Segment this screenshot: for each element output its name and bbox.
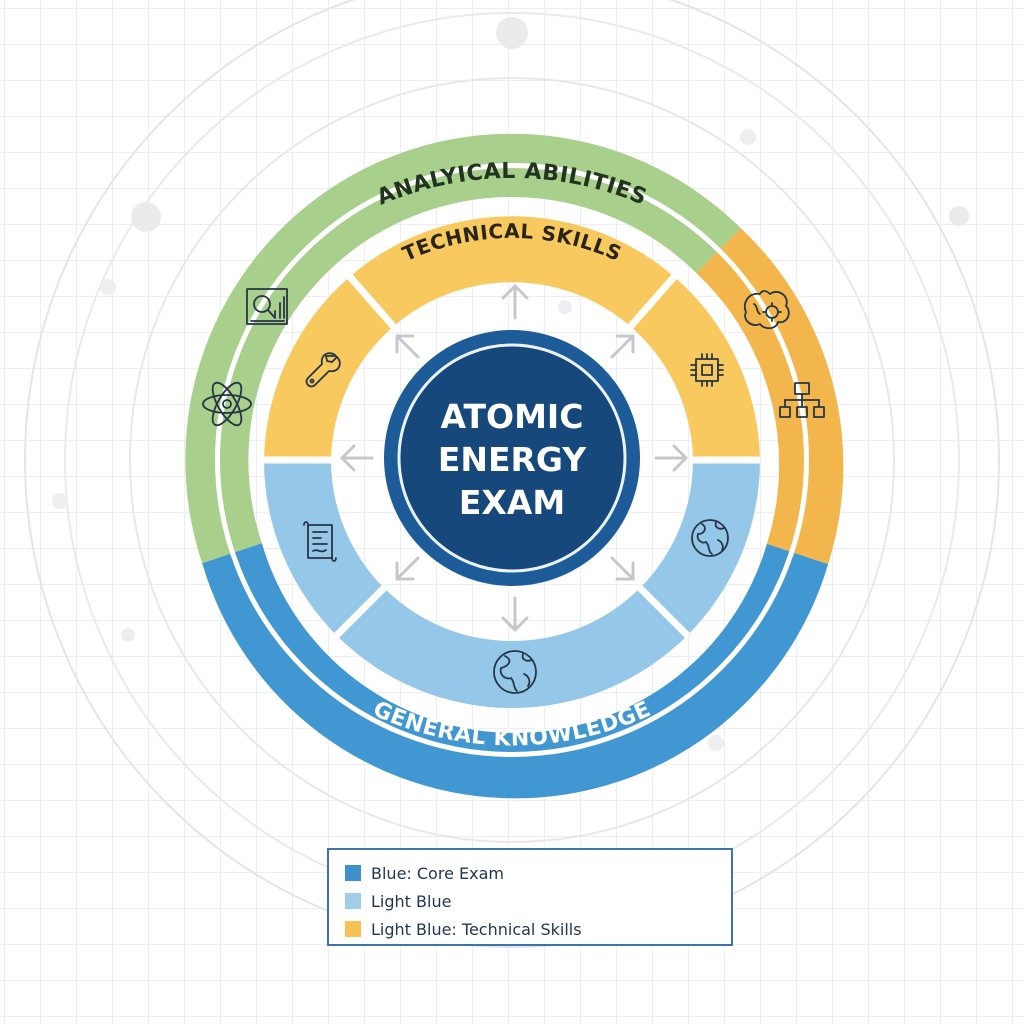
document-scroll-icon [303,521,337,562]
globe-icon [493,650,537,694]
outer-ring-green-segment [185,133,741,564]
arrow-up-icon [501,284,529,320]
legend-label: Light Blue: Technical Skills [371,919,582,939]
arrow-left-icon [340,444,374,472]
inner-ring-segment-bottom [336,588,688,709]
analytics-magnifier-icon [246,288,288,325]
outer-ring [185,133,844,799]
legend-swatch [345,893,361,909]
center-title-line-1: ATOMIC [441,397,584,436]
legend-label: Blue: Core Exam [371,863,504,883]
legend-item-core-exam: Blue: Core Exam [345,859,731,887]
hierarchy-chart-icon [779,382,825,418]
legend-item-light-blue: Light Blue [345,887,731,915]
atom-icon [202,381,252,427]
arrow-up-left-icon [395,334,420,359]
legend-label: Light Blue [371,891,452,911]
arrow-down-right-icon [610,556,635,581]
radial-arrows [340,284,688,632]
arrow-down-left-icon [395,556,420,581]
center-title-line-3: EXAM [459,483,565,522]
center-circle: ATOMIC ENERGY EXAM [384,330,640,586]
legend-item-technical-skills: Light Blue: Technical Skills [345,915,731,943]
globe-icon [691,519,729,557]
legend: Blue: Core Exam Light Blue Light Blue: T… [327,848,733,946]
arrow-right-icon [654,444,688,472]
inner-ring [264,216,760,709]
inner-ring-segment-upper-left [264,276,394,460]
arrow-up-right-icon [610,334,635,359]
center-title-line-2: ENERGY [438,440,587,479]
arrow-down-icon [501,596,529,632]
inner-ring-segment-lower-left [264,460,384,636]
brain-gear-icon [743,290,790,330]
outer-ring-blue-segment [202,543,829,799]
wrench-icon [305,352,341,388]
legend-swatch [345,865,361,881]
inner-ring-segment-lower-right [640,460,760,636]
legend-swatch [345,921,361,937]
microchip-icon [690,353,724,387]
inner-ring-segment-top [349,216,675,327]
